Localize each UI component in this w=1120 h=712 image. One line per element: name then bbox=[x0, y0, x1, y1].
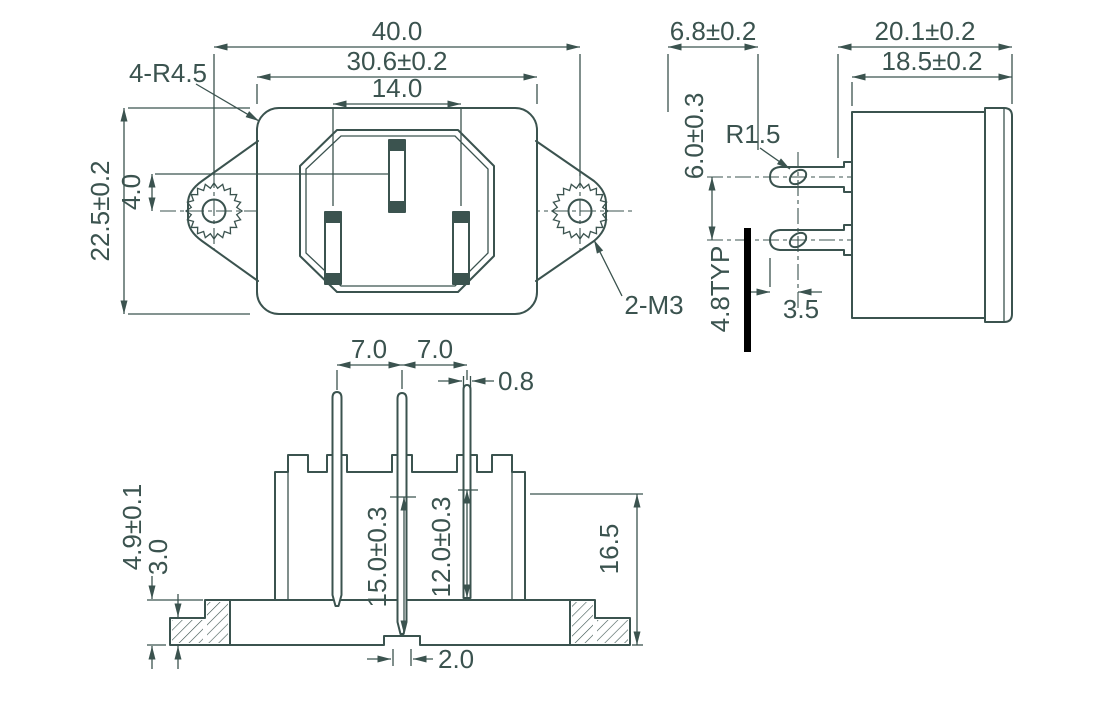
dim-tab-pitch-label: 6.0±0.3 bbox=[679, 93, 709, 180]
dim-tab-length-label: 6.8±0.2 bbox=[670, 16, 757, 46]
label-corner-radius: 4-R4.5 bbox=[129, 58, 260, 122]
dim-overall-depth: 20.1±0.2 bbox=[837, 16, 1013, 158]
dim-pin-tip-label: 2.0 bbox=[438, 644, 474, 674]
side-body bbox=[851, 111, 986, 319]
dim-body-height-section: 16.5 bbox=[530, 493, 643, 646]
front-ear-left bbox=[187, 140, 259, 282]
front-ear-right bbox=[535, 140, 607, 282]
front-mount-washer-right bbox=[550, 181, 610, 241]
dim-body-width-label: 30.6±0.2 bbox=[346, 46, 447, 76]
dim-body-height: 22.5±0.2 bbox=[85, 107, 250, 315]
hatch-right-inner bbox=[572, 602, 593, 643]
dim-pin-pitch-left-label: 7.0 bbox=[351, 334, 387, 364]
dim-pin-length-center-label: 15.0±0.3 bbox=[362, 506, 392, 607]
label-tab-hole-radius: R1.5 bbox=[726, 119, 791, 170]
dim-pin-pitch-right-label: 7.0 bbox=[417, 334, 453, 364]
side-tab-lower bbox=[769, 224, 853, 256]
hatch-right-outer bbox=[597, 620, 628, 643]
dim-tab-width-typ-label: 4.8TYP bbox=[705, 246, 735, 333]
dim-pin-spacing: 14.0 bbox=[332, 73, 462, 206]
dim-tab-offset-label: 3.5 bbox=[783, 294, 819, 324]
dim-pin-pitch: 7.0 7.0 bbox=[336, 334, 468, 390]
side-flange-plate bbox=[984, 107, 1013, 323]
front-line-pin-left bbox=[324, 211, 342, 285]
dim-flange-step-label: 3.0 bbox=[143, 539, 173, 575]
dim-tab-width-typ: 4.8TYP bbox=[705, 228, 751, 352]
bottom-view: 7.0 7.0 0.8 4.9±0.1 3.0 16.5 bbox=[117, 334, 643, 674]
dim-pin-length-side: 12.0±0.3 bbox=[426, 489, 478, 598]
label-tab-hole-radius-text: R1.5 bbox=[726, 119, 781, 149]
dim-pin-thickness: 0.8 bbox=[438, 366, 534, 396]
label-mounting-thread-text: 2-M3 bbox=[624, 290, 683, 320]
label-mounting-thread: 2-M3 bbox=[593, 239, 684, 320]
dim-pin-tip: 2.0 bbox=[367, 644, 474, 674]
dim-hole-spacing: 40.0 bbox=[213, 16, 581, 176]
dim-tab-length: 6.8±0.2 bbox=[667, 16, 759, 150]
dim-overall-depth-label: 20.1±0.2 bbox=[874, 16, 975, 46]
dim-pin-thickness-label: 0.8 bbox=[498, 366, 534, 396]
dim-pin-offset: 4.0 bbox=[116, 173, 388, 211]
side-view: 6.8±0.2 20.1±0.2 18.5±0.2 6.0±0.3 R1.5 3… bbox=[667, 16, 1013, 352]
dim-hole-spacing-label: 40.0 bbox=[372, 16, 423, 46]
dim-body-depth-label: 18.5±0.2 bbox=[881, 46, 982, 76]
dim-body-width: 30.6±0.2 bbox=[256, 46, 538, 104]
dim-tab-pitch: 6.0±0.3 bbox=[679, 93, 716, 240]
dim-pin-length-center: 15.0±0.3 bbox=[362, 496, 416, 634]
dim-body-height-label: 22.5±0.2 bbox=[85, 160, 115, 261]
front-view: 40.0 30.6±0.2 14.0 22.5±0.2 4.0 4-R4 bbox=[85, 16, 684, 320]
dim-flange-step: 3.0 bbox=[143, 539, 182, 669]
hatch-left-outer bbox=[172, 620, 203, 643]
bottom-pin-left bbox=[331, 391, 343, 607]
front-recess bbox=[299, 129, 495, 293]
dim-tab-offset: 3.5 bbox=[748, 258, 822, 324]
bottom-pin-center bbox=[396, 392, 408, 635]
dim-body-height-section-label: 16.5 bbox=[594, 524, 624, 575]
dim-flange-thickness: 4.9±0.1 bbox=[117, 484, 203, 669]
hatch-left-inner bbox=[207, 602, 228, 643]
front-line-pin-right bbox=[452, 211, 470, 285]
dim-pin-spacing-label: 14.0 bbox=[372, 73, 423, 103]
section-bar bbox=[744, 228, 751, 352]
front-earth-pin bbox=[388, 139, 406, 213]
dim-flange-thickness-label: 4.9±0.1 bbox=[117, 484, 147, 571]
dim-pin-offset-label: 4.0 bbox=[116, 174, 146, 210]
dim-pin-length-side-label: 12.0±0.3 bbox=[426, 496, 456, 597]
dim-body-depth: 18.5±0.2 bbox=[851, 46, 1012, 106]
label-corner-radius-text: 4-R4.5 bbox=[129, 58, 207, 88]
front-mount-washer-left bbox=[184, 181, 244, 241]
